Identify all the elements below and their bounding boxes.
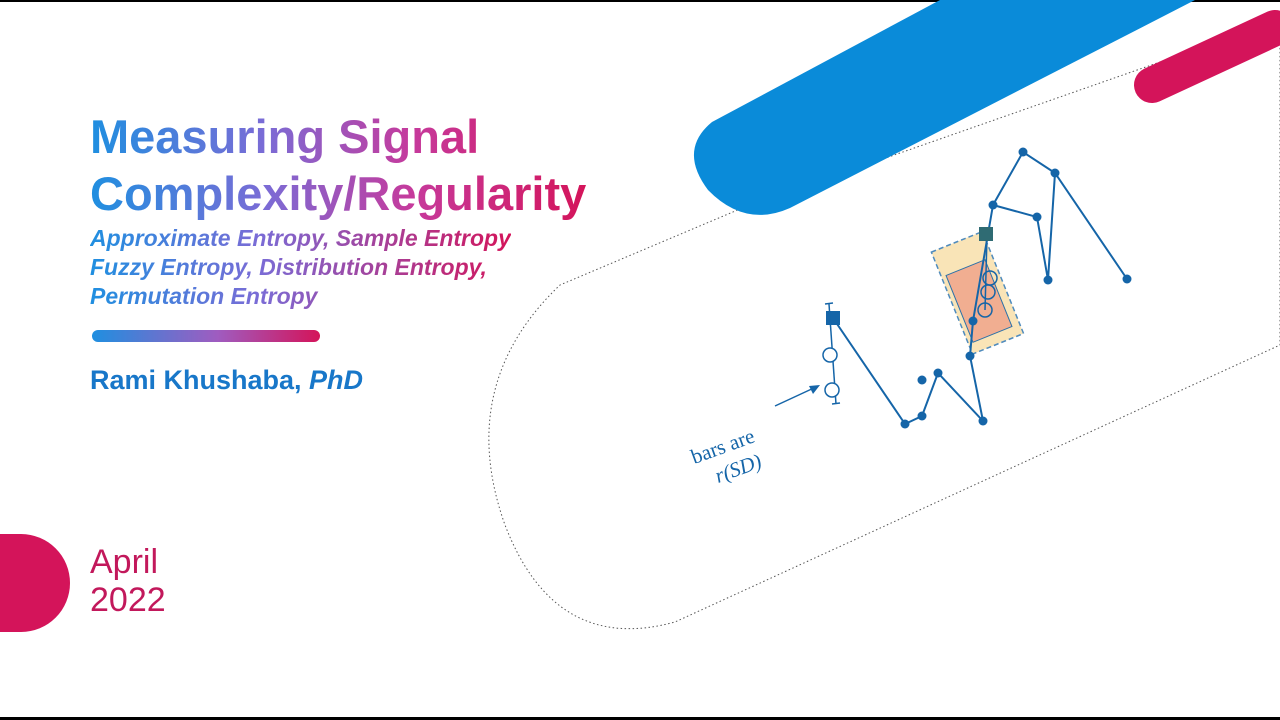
entropy-figure: bars are r(SD) xyxy=(688,147,1132,488)
slide-subtitle: Approximate Entropy, Sample Entropy Fuzz… xyxy=(90,224,511,311)
tolerance-bars xyxy=(822,270,998,405)
date-month: April xyxy=(90,543,159,581)
annotation-arrow xyxy=(774,385,820,407)
author: Rami Khushaba, PhD xyxy=(90,365,363,396)
signal-points xyxy=(900,147,1132,429)
match-window xyxy=(945,259,1013,343)
bottom-border xyxy=(0,717,1280,720)
dotted-pill-outline xyxy=(488,19,1280,630)
template-marker xyxy=(826,311,840,325)
match-marker xyxy=(979,227,993,241)
title-line-2: Complexity/Regularity xyxy=(90,167,587,220)
title-line-1: Measuring Signal xyxy=(90,110,480,163)
subtitle-line-1: Approximate Entropy, Sample Entropy xyxy=(90,225,511,251)
presentation-date: April 2022 xyxy=(90,543,166,619)
subtitle-line-2: Fuzzy Entropy, Distribution Entropy, xyxy=(90,254,487,280)
blue-band xyxy=(693,0,1195,215)
author-name: Rami Khushaba, xyxy=(90,365,310,395)
signal-line-branch xyxy=(992,172,1056,281)
subtitle-line-3: Permutation Entropy xyxy=(90,283,318,309)
date-year: 2022 xyxy=(90,581,166,619)
slide-title: Measuring Signal Complexity/Regularity xyxy=(90,108,586,222)
top-border xyxy=(0,0,1280,2)
author-degree: PhD xyxy=(309,365,364,395)
gradient-divider xyxy=(92,330,320,342)
magenta-pill xyxy=(1134,10,1280,103)
